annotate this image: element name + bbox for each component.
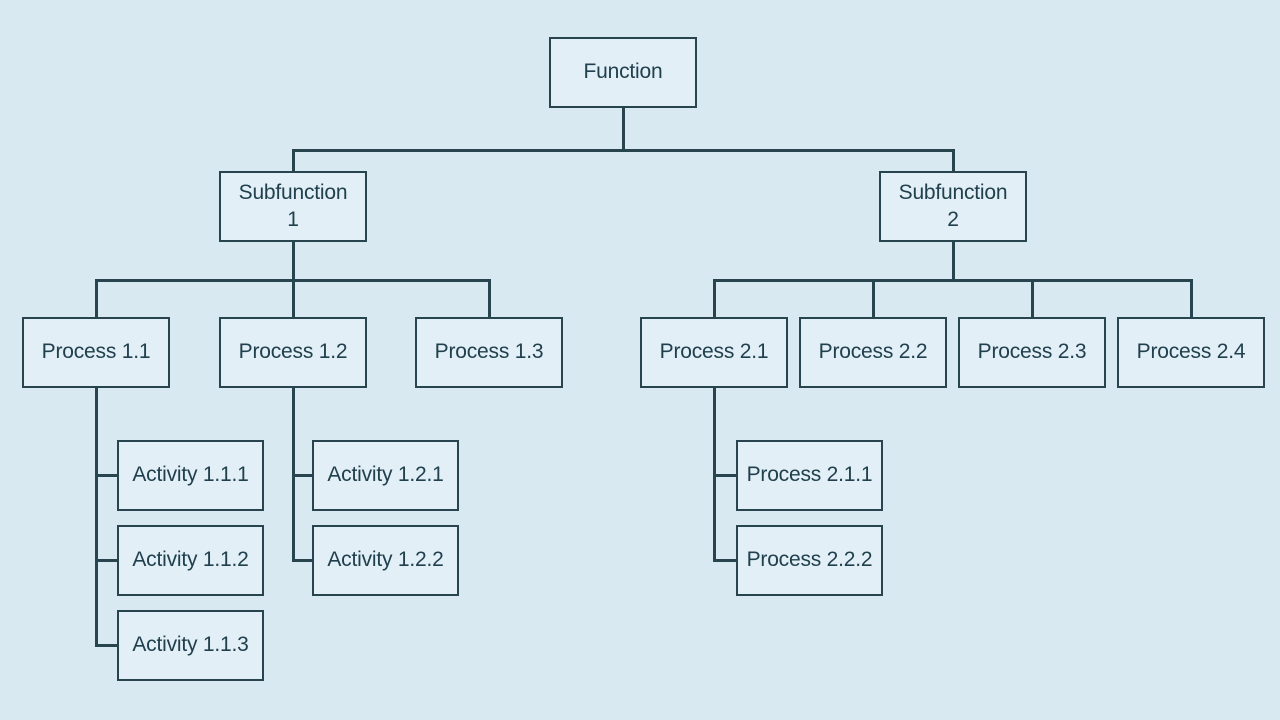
connector — [952, 149, 955, 172]
connector — [952, 241, 955, 281]
connector — [95, 474, 119, 477]
node-activity-1-1-1: Activity 1.1.1 — [117, 440, 264, 511]
connector — [872, 279, 875, 318]
connector — [292, 559, 314, 562]
connector — [292, 149, 955, 152]
node-process-2-1: Process 2.1 — [640, 317, 788, 388]
node-process-1-2: Process 1.2 — [219, 317, 367, 388]
node-activity-1-2-2: Activity 1.2.2 — [312, 525, 459, 596]
node-activity-1-2-1: Activity 1.2.1 — [312, 440, 459, 511]
connector — [713, 559, 738, 562]
connector — [95, 644, 119, 647]
node-process-2-2: Process 2.2 — [799, 317, 947, 388]
node-process-1-1: Process 1.1 — [22, 317, 170, 388]
node-process-2-2-2: Process 2.2.2 — [736, 525, 883, 596]
connector — [292, 474, 314, 477]
node-function: Function — [549, 37, 697, 108]
connector — [622, 107, 625, 151]
connector — [713, 279, 716, 318]
node-subfunction-2: Subfunction 2 — [879, 171, 1027, 242]
connector — [488, 279, 491, 318]
node-process-1-3: Process 1.3 — [415, 317, 563, 388]
connector — [713, 474, 738, 477]
connector — [95, 559, 119, 562]
connector — [1190, 279, 1193, 318]
connector — [292, 149, 295, 172]
node-activity-1-1-2: Activity 1.1.2 — [117, 525, 264, 596]
node-process-2-1-1: Process 2.1.1 — [736, 440, 883, 511]
connector — [95, 279, 491, 282]
connector — [95, 387, 98, 647]
node-process-2-4: Process 2.4 — [1117, 317, 1265, 388]
connector — [95, 279, 98, 318]
connector — [1031, 279, 1034, 318]
node-subfunction-1: Subfunction 1 — [219, 171, 367, 242]
node-activity-1-1-3: Activity 1.1.3 — [117, 610, 264, 681]
connector — [713, 279, 1193, 282]
node-process-2-3: Process 2.3 — [958, 317, 1106, 388]
